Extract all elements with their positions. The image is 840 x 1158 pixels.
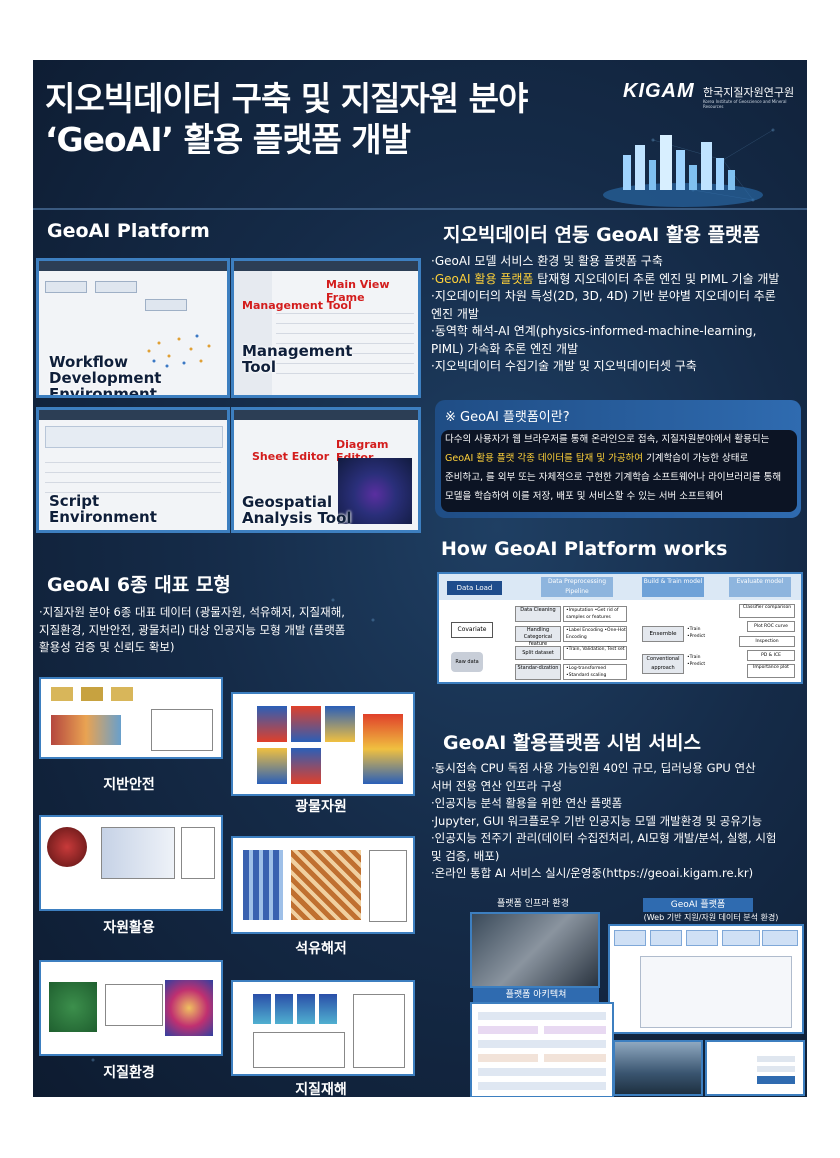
note-standardization: •Log-transformed •Standard scaling <box>563 664 627 680</box>
raw-data-box: Raw data <box>451 652 483 672</box>
eval-classifier: Classifier comparison <box>739 604 795 618</box>
geospatial-thumb: Sheet Editor Diagram Editor GeospatialAn… <box>231 407 421 533</box>
works-diagram: Data Load Data Preprocessing Pipeline Bu… <box>437 572 803 684</box>
covariate-box: Covariate <box>451 622 493 638</box>
models6-heading: GeoAI 6종 대표 모형 <box>47 574 231 596</box>
model-img-6 <box>231 980 415 1076</box>
eval-pd-ice: PD & ICE <box>747 650 795 661</box>
arch-label: 플랫폼 아키텍쳐 <box>473 988 599 1002</box>
caption-resource: 자원활용 <box>103 920 155 936</box>
stage-preprocessing: Data Preprocessing Pipeline <box>541 577 613 597</box>
note-conventional: •Train •Predict <box>687 655 706 667</box>
model-conventional: Conventional approach <box>642 654 684 674</box>
service-bullets: ·동시접속 CPU 독점 사용 가능인원 40인 규모, 딥러닝용 GPU 연산… <box>431 761 777 880</box>
landscape-photo <box>613 1040 703 1096</box>
model-ensemble: Ensemble <box>642 626 684 642</box>
platform-heading: GeoAI Platform <box>47 220 210 242</box>
platform-screenshot <box>608 924 804 1034</box>
header-divider <box>33 208 807 210</box>
note-ensemble: •Train •Predict <box>687 627 706 639</box>
caption-hazard: 지질재해 <box>295 1082 347 1097</box>
window-titlebar <box>39 261 227 271</box>
stage-data-load: Data Load <box>447 581 502 595</box>
model-img-2 <box>231 692 415 796</box>
poster-title: 지오빅데이터 구축 및 지질자원 분야 ‘GeoAI’ 활용 플랫폼 개발 <box>45 79 528 159</box>
platform-label: GeoAI 플랫폼 <box>643 898 753 912</box>
note-categorical: •Label Encoding •One-Hot Encoding <box>563 626 627 642</box>
poster: 지오빅데이터 구축 및 지질자원 분야 ‘GeoAI’ 활용 플랫폼 개발 KI… <box>33 60 807 1097</box>
eval-inspection: Inspection <box>739 636 795 647</box>
model-img-5 <box>39 960 223 1056</box>
caption-petroleum: 석유해저 <box>295 941 347 957</box>
main-view-label: Main View Frame <box>326 278 390 304</box>
step-split: Split dataset <box>515 646 561 660</box>
arch-diagram <box>470 1002 614 1097</box>
caption-ground: 지반안전 <box>103 777 155 793</box>
info-title: ※ GeoAI 플랫폼이란? <box>445 410 570 425</box>
service-heading: GeoAI 활용플랫폼 시범 서비스 <box>443 732 701 754</box>
model-img-1 <box>39 677 223 759</box>
infra-label: 플랫폼 인프라 환경 <box>497 899 569 909</box>
eval-importance: Importance plot <box>747 664 795 678</box>
platform-sublabel: (Web 기반 지원/자원 데이터 분석 환경) <box>643 913 779 922</box>
login-screenshot <box>705 1040 805 1096</box>
step-standardization: Standar-dization <box>515 664 561 680</box>
model-img-4 <box>231 836 415 934</box>
stage-train: Build & Train model <box>642 577 704 597</box>
caption-environment: 지질환경 <box>103 1065 155 1081</box>
geobig-bullets: ·GeoAI 모델 서비스 환경 및 활용 플랫폼 구축 ·GeoAI 활용 플… <box>431 254 780 373</box>
model-img-3 <box>39 815 223 911</box>
infra-photo <box>470 912 600 988</box>
stage-evaluate: Evaluate model <box>729 577 791 597</box>
note-split: •Train, Validation, Test set <box>563 646 627 660</box>
kigam-logo: KIGAM 한국지질자원연구원 Korea Institute of Geosc… <box>623 80 795 109</box>
note-cleaning: •Imputation •Get rid of samples or featu… <box>563 606 627 622</box>
eval-roc: Plot ROC curve <box>747 621 795 632</box>
caption-mineral: 광물자원 <box>295 799 347 815</box>
sheet-editor-label: Sheet Editor <box>252 450 330 463</box>
models6-bullets: ·지질자원 분야 6종 대표 데이터 (광물자원, 석유해저, 지질재해, 지질… <box>39 605 346 654</box>
management-tool-label: Management Tool <box>242 299 352 312</box>
management-thumb: Main View Frame Management Tool Manageme… <box>231 258 421 398</box>
step-cleaning: Data Cleaning <box>515 606 561 622</box>
info-box: ※ GeoAI 플랫폼이란? 다수의 사용자가 웹 브라우저를 통해 온라인으로… <box>435 400 801 518</box>
info-body: 다수의 사용자가 웹 브라우저를 통해 온라인으로 접속, 지질자원분야에서 활… <box>441 430 797 512</box>
city-data-illustration <box>603 135 763 207</box>
geobig-heading: 지오빅데이터 연동 GeoAI 활용 플랫폼 <box>443 224 761 246</box>
step-categorical: Handling Categorical feature <box>515 626 561 647</box>
works-heading: How GeoAI Platform works <box>441 538 728 560</box>
